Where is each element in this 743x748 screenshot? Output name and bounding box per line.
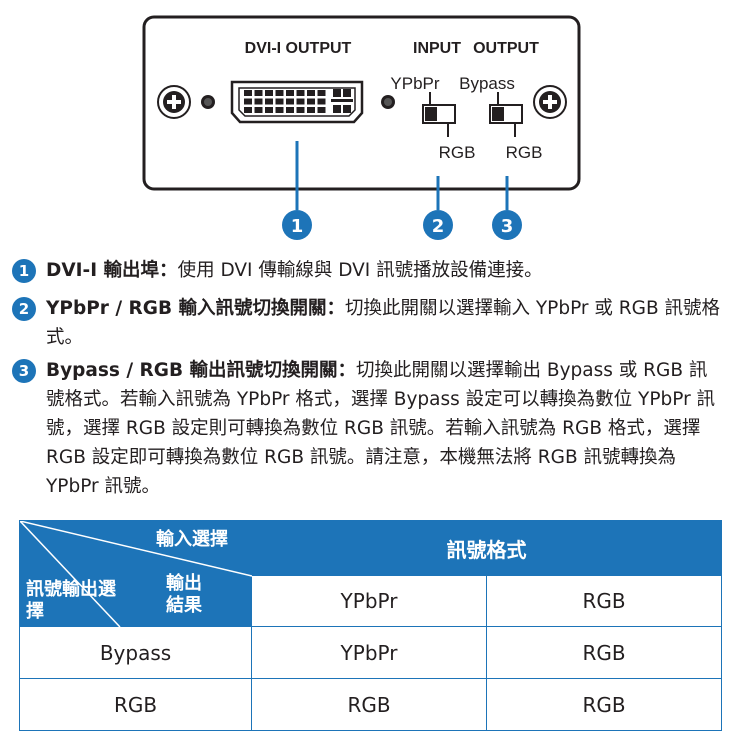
number-badge-icon: 2 (12, 297, 36, 321)
panel-svg: DVI-I OUTPUT INPUT OUTPUT YPbPr Bypass R… (142, 15, 581, 240)
svg-text:1: 1 (291, 216, 304, 237)
table-cell: RGB (251, 678, 487, 731)
rgb-output-label: RGB (506, 143, 543, 162)
table-cell: RGB (486, 626, 722, 679)
description-body: 切換此開關以選擇輸出 Bypass 或 RGB 訊號格式。若輸入訊號為 YPbP… (46, 360, 716, 497)
ypbpr-label: YPbPr (390, 74, 439, 93)
description-title: Bypass / RGB 輸出訊號切換開關： (46, 360, 357, 381)
table-cell: YPbPr (251, 575, 487, 627)
dvi-pin (317, 98, 326, 105)
rgb-input-label: RGB (439, 143, 476, 162)
dvi-pin (275, 98, 284, 105)
dvi-connector-icon (230, 80, 364, 124)
dvi-pin (244, 98, 252, 105)
table-row: RGB RGB RGB (19, 678, 722, 731)
table-corner-cell: 輸入選擇 輸出結果 訊號輸出選擇 (19, 520, 252, 627)
corner-left-label: 訊號輸出選擇 (26, 579, 116, 622)
table-cell: RGB (486, 678, 722, 731)
dvi-pin (275, 107, 284, 113)
number-badge-icon: 3 (12, 359, 36, 383)
number-badge-icon: 1 (12, 259, 36, 283)
corner-diagonals (20, 521, 252, 627)
dvi-pin (254, 98, 263, 105)
svg-text:3: 3 (501, 216, 514, 237)
dvi-pin (307, 98, 315, 105)
dvi-pin (244, 107, 252, 113)
table-row: Bypass YPbPr RGB (19, 626, 722, 679)
output-label: OUTPUT (473, 40, 539, 57)
table-row-label: Bypass (19, 626, 252, 679)
dvi-pin (296, 98, 305, 105)
callout-3-icon: 3 (492, 210, 522, 240)
description-title: YPbPr / RGB 輸入訊號切換開關： (46, 298, 345, 319)
left-screw-icon (157, 85, 191, 119)
description-title: DVI-I 輸出埠： (46, 260, 178, 281)
table-header: 訊號格式 (251, 520, 722, 576)
dvi-pin (286, 107, 294, 113)
dvi-pin (307, 107, 315, 113)
device-panel-diagram: DVI-I OUTPUT INPUT OUTPUT YPbPr Bypass R… (0, 0, 743, 245)
callout-2-icon: 2 (423, 210, 453, 240)
dvi-pin (307, 90, 315, 96)
input-label: INPUT (413, 40, 461, 57)
dvi-pin (286, 90, 294, 96)
input-switch-icon (422, 92, 456, 137)
corner-top-label: 輸入選擇 (156, 529, 228, 550)
right-screw-icon (533, 85, 567, 119)
description-item-3: 3 Bypass / RGB 輸出訊號切換開關：切換此開關以選擇輸出 Bypas… (12, 356, 725, 501)
dvi-pin (296, 90, 305, 96)
description-body: 切換此開關以選擇輸入 YPbPr 或 RGB 訊號格式。 (46, 298, 721, 348)
signal-format-table: 輸入選擇 輸出結果 訊號輸出選擇 訊號格式 YPbPr RGB Bypass Y… (19, 520, 722, 731)
corner-right-label: 輸出結果 (166, 573, 202, 616)
dvi-pin (254, 107, 263, 113)
description-body: 使用 DVI 傳輸線與 DVI 訊號播放設備連接。 (177, 260, 543, 281)
dvi-pin (317, 107, 326, 113)
dvi-pin (296, 107, 305, 113)
dvi-pin (265, 107, 273, 113)
dvi-pin (254, 90, 263, 96)
output-switch-icon (489, 92, 523, 137)
dvi-pin (265, 90, 273, 96)
dvi-pin (286, 98, 294, 105)
dvi-pin (265, 98, 273, 105)
dvi-output-label: DVI-I OUTPUT (245, 40, 352, 57)
bypass-label: Bypass (459, 74, 515, 93)
callout-1-icon: 1 (282, 210, 312, 240)
svg-text:2: 2 (432, 216, 445, 237)
dvi-pin (244, 90, 252, 96)
table-row-label: RGB (19, 678, 252, 731)
table-cell: YPbPr (251, 626, 487, 679)
dvi-pin (275, 90, 284, 96)
description-item-1: 1 DVI-I 輸出埠：使用 DVI 傳輸線與 DVI 訊號播放設備連接。 (12, 256, 725, 285)
dvi-pin (317, 90, 326, 96)
table-cell: RGB (486, 575, 722, 627)
description-item-2: 2 YPbPr / RGB 輸入訊號切換開關：切換此開關以選擇輸入 YPbPr … (12, 294, 725, 352)
